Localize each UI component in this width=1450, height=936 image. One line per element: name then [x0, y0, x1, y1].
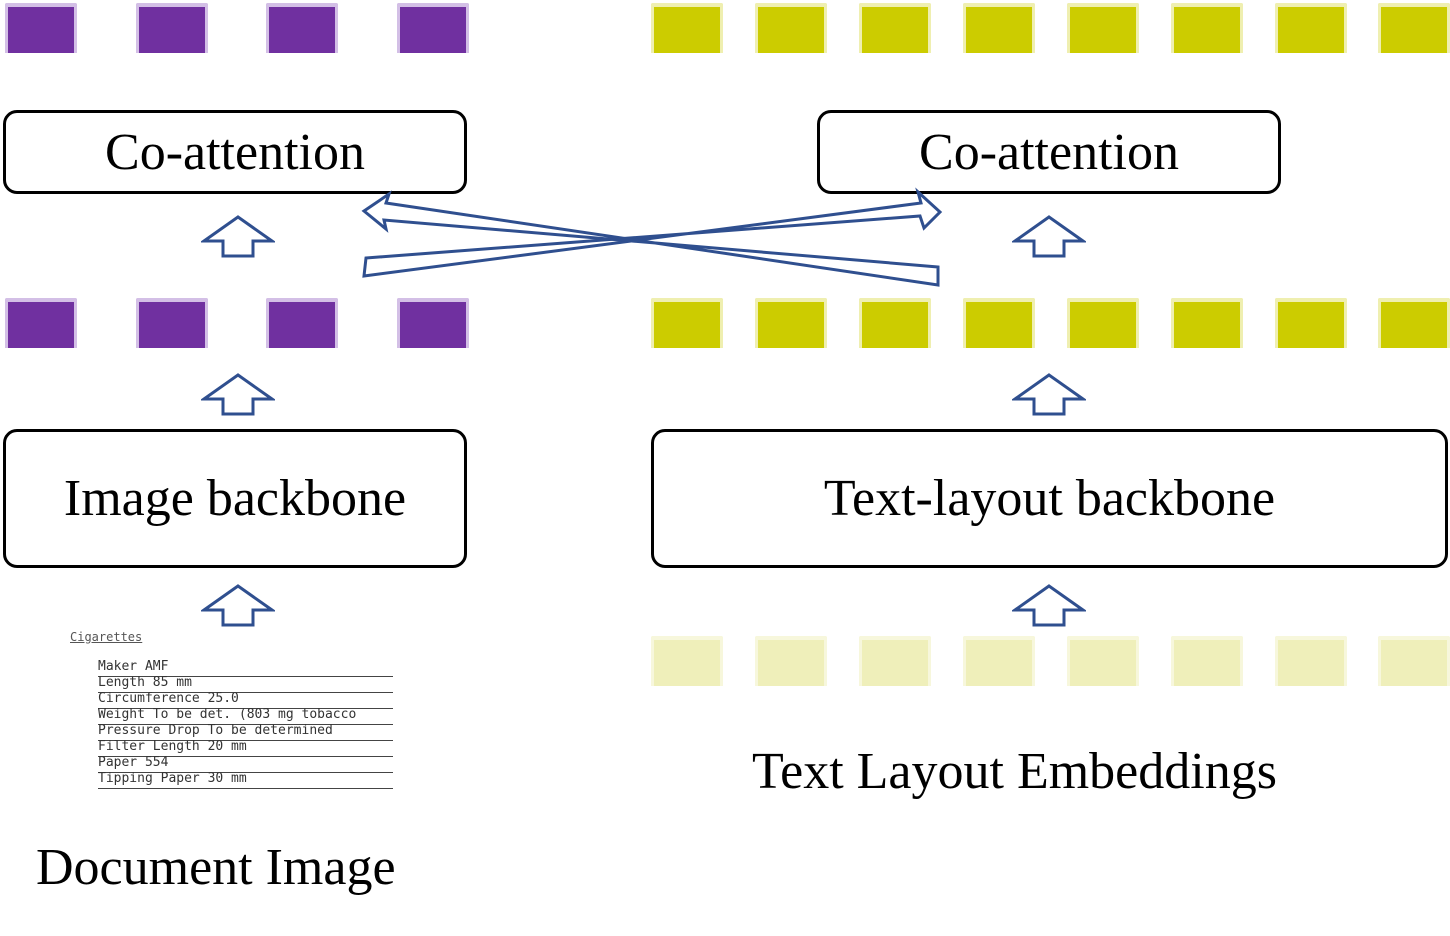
- up-arrow-icon: [201, 373, 275, 416]
- text-layout-embeddings-caption: Text Layout Embeddings: [752, 743, 1277, 800]
- document-row: Pressure Drop To be determined: [98, 724, 393, 741]
- text-layout-embedding-token: [1171, 636, 1243, 686]
- image-output-token: [5, 3, 77, 53]
- text-feature-token: [755, 298, 827, 348]
- text-to-image-arrow: [361, 190, 940, 287]
- document-row: Paper 554: [98, 756, 393, 773]
- text-layout-embedding-token: [1275, 636, 1347, 686]
- text-feature-token: [651, 298, 723, 348]
- image-feature-token: [5, 298, 77, 348]
- text-output-token: [1275, 3, 1347, 53]
- text-layout-backbone-box: Text-layout backbone: [651, 429, 1448, 568]
- up-arrow-icon: [1012, 584, 1086, 627]
- up-arrow-icon: [201, 215, 275, 258]
- up-arrow-icon: [1012, 215, 1086, 258]
- text-feature-token: [1067, 298, 1139, 348]
- document-row: Tipping Paper 30 mm: [98, 772, 393, 789]
- document-row: Filter Length 20 mm: [98, 740, 393, 757]
- document-row: Length 85 mm: [98, 676, 393, 693]
- image-output-token: [136, 3, 208, 53]
- text-output-token: [1378, 3, 1450, 53]
- text-output-token: [963, 3, 1035, 53]
- image-backbone-label: Image backbone: [63, 470, 407, 527]
- text-output-token: [1067, 3, 1139, 53]
- image-output-token: [266, 3, 338, 53]
- image-feature-token: [136, 298, 208, 348]
- document-image: Cigarettes Maker AMF Length 85 mm Circum…: [70, 630, 415, 800]
- image-output-token: [397, 3, 469, 53]
- document-row: Maker AMF: [98, 660, 393, 677]
- text-feature-token: [1378, 298, 1450, 348]
- text-co-attention-label: Co-attention: [919, 123, 1179, 181]
- text-output-token: [651, 3, 723, 53]
- image-feature-token: [266, 298, 338, 348]
- text-layout-embedding-token: [651, 636, 723, 686]
- text-layout-backbone-label: Text-layout backbone: [823, 470, 1276, 527]
- text-layout-embedding-token: [1378, 636, 1450, 686]
- image-feature-token: [397, 298, 469, 348]
- text-layout-embedding-token: [755, 636, 827, 686]
- text-output-token: [1171, 3, 1243, 53]
- text-layout-embedding-token: [859, 636, 931, 686]
- document-title: Cigarettes: [70, 630, 143, 644]
- text-layout-embedding-token: [963, 636, 1035, 686]
- text-feature-token: [859, 298, 931, 348]
- document-image-caption: Document Image: [36, 839, 396, 896]
- image-co-attention-label: Co-attention: [105, 123, 365, 181]
- image-backbone-box: Image backbone: [3, 429, 467, 568]
- text-feature-token: [963, 298, 1035, 348]
- text-output-token: [859, 3, 931, 53]
- up-arrow-icon: [201, 584, 275, 627]
- text-feature-token: [1171, 298, 1243, 348]
- document-row: Weight To be det. (803 mg tobacco: [98, 708, 393, 725]
- up-arrow-icon: [1012, 373, 1086, 416]
- image-co-attention-box: Co-attention: [3, 110, 467, 194]
- image-to-text-arrow: [362, 187, 943, 278]
- text-layout-embedding-token: [1067, 636, 1139, 686]
- text-feature-token: [1275, 298, 1347, 348]
- text-output-token: [755, 3, 827, 53]
- document-row: Circumference 25.0: [98, 692, 393, 709]
- text-co-attention-box: Co-attention: [817, 110, 1281, 194]
